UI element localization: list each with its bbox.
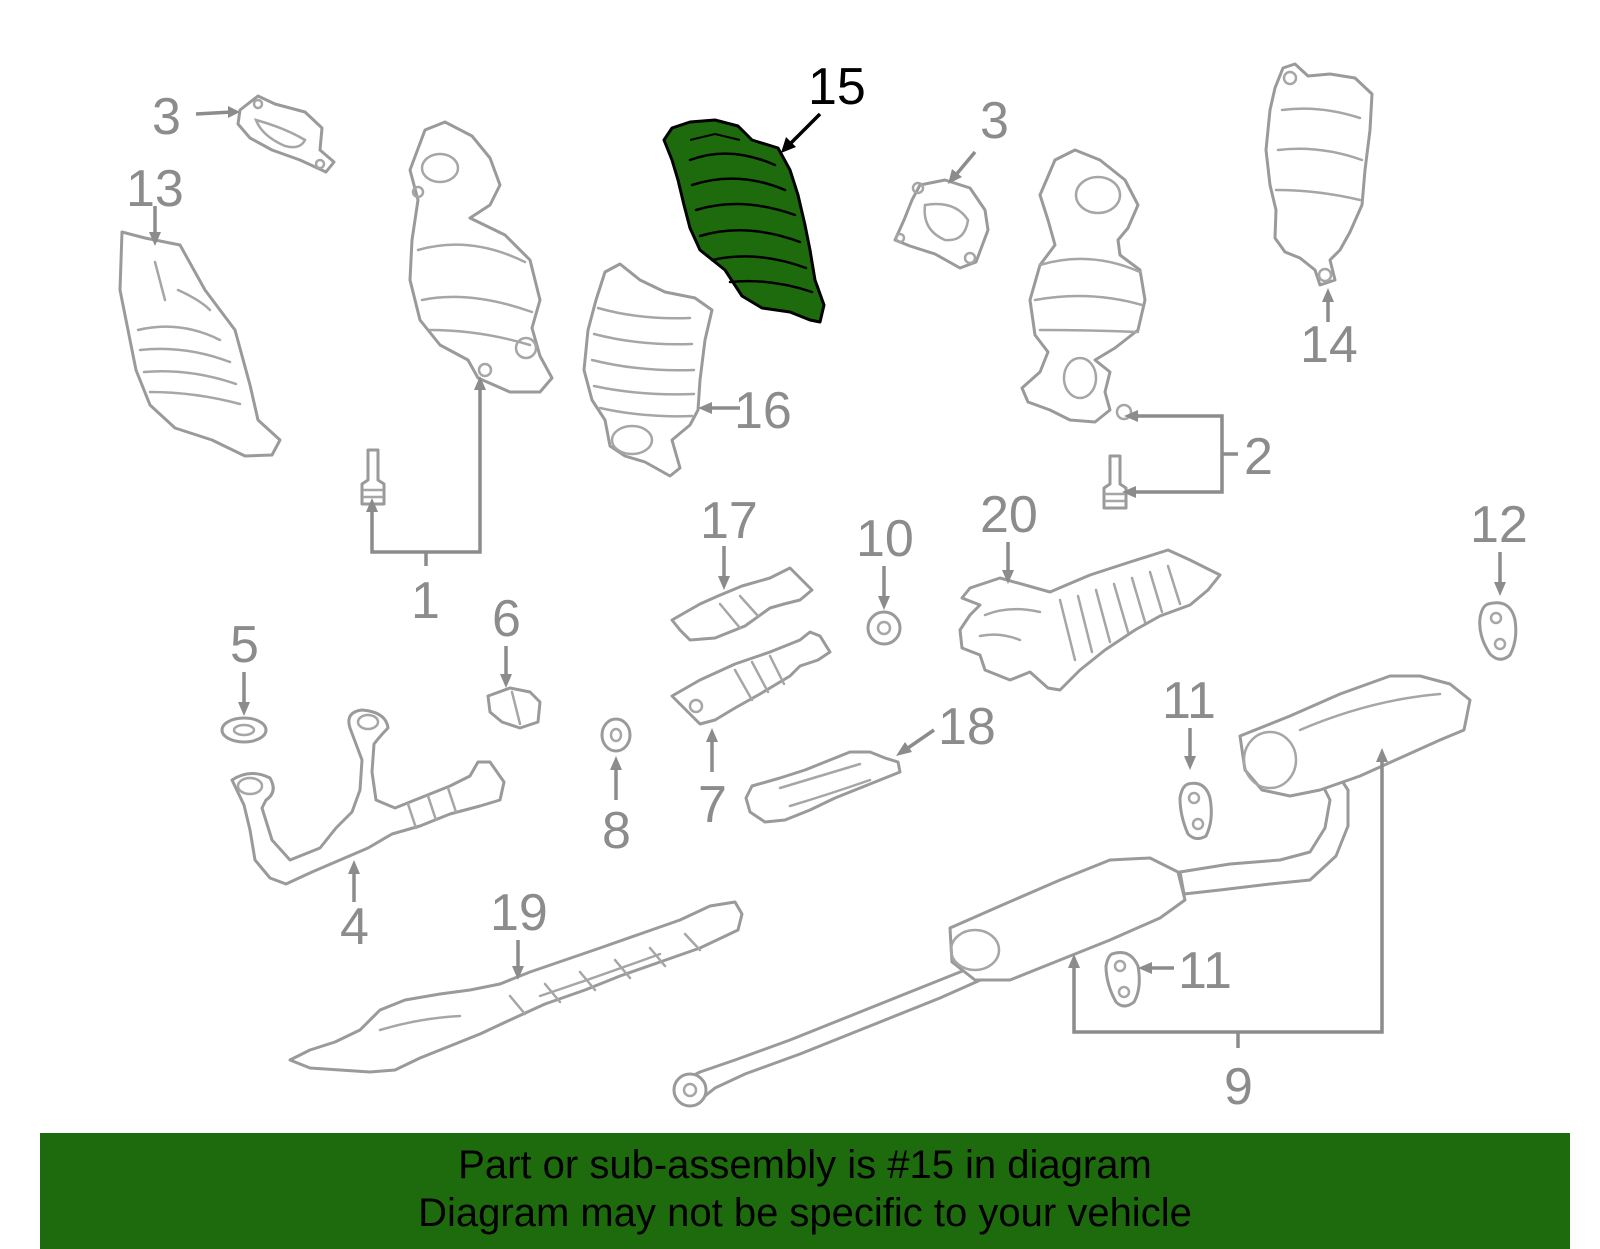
part-3-gasket-right[interactable] — [893, 178, 990, 270]
part-2-catalytic-converter-right[interactable] — [1020, 148, 1147, 424]
part-4-front-pipe[interactable] — [230, 708, 506, 886]
callout-13: 13 — [126, 160, 184, 218]
callout-17: 17 — [700, 492, 758, 550]
part-info-banner: Part or sub-assembly is #15 in diagram D… — [40, 1133, 1570, 1249]
part-13-heat-shield-left[interactable] — [118, 230, 282, 458]
part-17-catalyst[interactable] — [670, 566, 814, 642]
callout-4: 4 — [340, 898, 369, 956]
part-14-heat-shield-right[interactable] — [1264, 62, 1374, 287]
callout-20: 20 — [980, 486, 1038, 544]
leader-lines — [149, 106, 1506, 1048]
callout-5: 5 — [230, 616, 259, 674]
part-10-gasket-ring[interactable] — [866, 610, 902, 646]
part-15-heat-shield-highlighted[interactable] — [662, 118, 826, 324]
part-19-heat-shield-long[interactable] — [288, 900, 744, 1074]
part-3-gasket-left[interactable] — [236, 94, 336, 174]
callout-3-left: 3 — [152, 88, 181, 146]
part-16-heat-shield[interactable] — [582, 262, 714, 478]
banner-line-part-number: Part or sub-assembly is #15 in diagram — [458, 1143, 1152, 1187]
stud-bolt-part-1 — [360, 448, 386, 506]
callout-14: 14 — [1300, 316, 1358, 374]
callout-3-right: 3 — [980, 92, 1009, 150]
part-5-gasket[interactable] — [220, 716, 268, 744]
callout-7: 7 — [698, 776, 727, 834]
part-18-heat-shield[interactable] — [744, 750, 902, 824]
callout-15: 15 — [808, 58, 866, 116]
callout-11-lower: 11 — [1178, 942, 1232, 1000]
callout-9: 9 — [1224, 1058, 1253, 1116]
part-12-hanger[interactable] — [1478, 601, 1518, 661]
part-1-catalytic-converter-left[interactable] — [408, 120, 554, 394]
callout-2: 2 — [1244, 428, 1273, 486]
part-7-catalytic-converter[interactable] — [670, 630, 832, 726]
callout-12: 12 — [1470, 496, 1528, 554]
stud-bolt-part-2 — [1102, 454, 1128, 510]
callout-19: 19 — [490, 884, 548, 942]
part-20-heat-shield-center[interactable] — [958, 548, 1222, 692]
banner-line-disclaimer: Diagram may not be specific to your vehi… — [418, 1191, 1192, 1235]
callout-16: 16 — [734, 382, 792, 440]
callout-11-upper: 11 — [1162, 672, 1216, 730]
part-8-gasket-ring[interactable] — [600, 717, 632, 753]
part-6-clip[interactable] — [486, 686, 542, 730]
callout-8: 8 — [602, 802, 631, 860]
callout-6: 6 — [492, 590, 521, 648]
part-11-hanger-lower[interactable] — [1104, 951, 1141, 1008]
callout-10: 10 — [856, 510, 914, 568]
callout-labels: 3 13 1 15 16 3 14 2 17 10 20 12 5 6 7 8 … — [126, 58, 1528, 1116]
callout-1: 1 — [411, 572, 440, 630]
part-11-hanger-upper[interactable] — [1178, 781, 1213, 841]
part-9-muffler-system[interactable] — [672, 674, 1472, 1108]
callout-18: 18 — [938, 698, 996, 756]
